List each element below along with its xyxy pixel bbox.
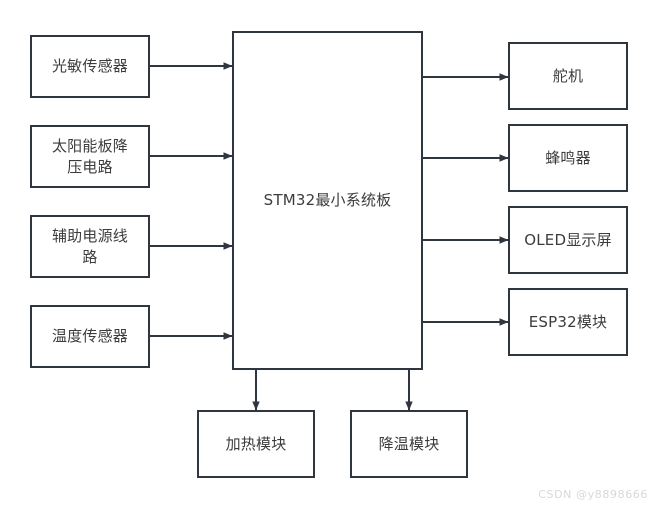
node-input-0[interactable]: 光敏传感器 [30,35,150,98]
watermark-text: CSDN @y8898666 [538,488,648,501]
node-stm32-core[interactable]: STM32最小系统板 [232,31,423,370]
node-output-right-0[interactable]: 舵机 [508,42,628,110]
node-output-bottom-1[interactable]: 降温模块 [350,410,468,478]
node-output-bottom-0[interactable]: 加热模块 [197,410,315,478]
node-output-right-3[interactable]: ESP32模块 [508,288,628,356]
node-output-right-1[interactable]: 蜂鸣器 [508,124,628,192]
node-input-2[interactable]: 辅助电源线 路 [30,215,150,278]
node-input-1[interactable]: 太阳能板降 压电路 [30,125,150,188]
node-output-right-2[interactable]: OLED显示屏 [508,206,628,274]
node-input-3[interactable]: 温度传感器 [30,305,150,368]
